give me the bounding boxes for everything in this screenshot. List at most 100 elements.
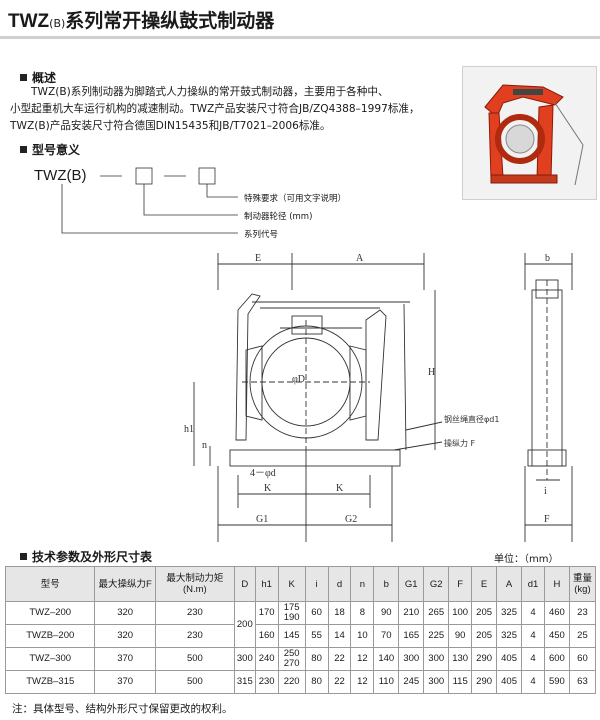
bullet-square-icon bbox=[20, 553, 27, 560]
table-cell-g2: 300 bbox=[423, 670, 450, 694]
label-operating-force: 操纵力 F bbox=[444, 438, 476, 448]
table-cell-d: 315 bbox=[233, 670, 256, 694]
column-header: n bbox=[350, 566, 375, 602]
table-cell-n: 12 bbox=[350, 670, 375, 694]
table-cell-d: 300 bbox=[233, 647, 256, 671]
dim-label-G1: G1 bbox=[256, 514, 268, 525]
table-cell-e: 290 bbox=[471, 647, 498, 671]
units-label: 单位：（mm） bbox=[494, 554, 559, 565]
column-header: H bbox=[543, 566, 570, 602]
table-cell-n: 10 bbox=[350, 624, 375, 648]
dim-label-E: E bbox=[255, 253, 261, 264]
title-paren: (B) bbox=[49, 17, 66, 30]
dim-label-K-left: K bbox=[264, 483, 272, 494]
legend-series-code: 系列代号 bbox=[244, 230, 279, 240]
table-cell-d1: 4 bbox=[521, 647, 545, 671]
dim-label-G2: G2 bbox=[345, 514, 357, 525]
column-header: G1 bbox=[398, 566, 425, 602]
table-cell-weight: 63 bbox=[568, 670, 597, 694]
table-cell-i: 60 bbox=[304, 601, 329, 625]
table-cell-a: 325 bbox=[496, 624, 523, 648]
model-code: TWZ(B) bbox=[34, 167, 87, 184]
table-cell-n: 8 bbox=[350, 601, 375, 625]
table-cell-model: TWZ–300 bbox=[4, 647, 96, 671]
table-cell-h: 450 bbox=[543, 624, 570, 648]
bullet-square-icon bbox=[20, 74, 27, 81]
column-header: d1 bbox=[521, 566, 545, 602]
dim-label-F: F bbox=[544, 514, 550, 525]
table-cell-d: 18 bbox=[327, 601, 352, 625]
table-cell-model: TWZB–200 bbox=[4, 624, 96, 648]
table-cell-a: 325 bbox=[496, 601, 523, 625]
column-header: E bbox=[471, 566, 498, 602]
dim-label-h1: h1 bbox=[184, 424, 194, 435]
bullet-square-icon bbox=[20, 146, 27, 153]
column-header: 重量 (kg) bbox=[568, 566, 597, 602]
table-cell-a: 405 bbox=[496, 647, 523, 671]
table-cell-h1: 240 bbox=[254, 647, 279, 671]
title-main: 系列常开操纵鼓式制动器 bbox=[65, 10, 275, 32]
overview-line-2: 小型起重机大车运行机构的减速制动。TWZ产品安装尺寸符合JB/ZQ4388–19… bbox=[10, 103, 420, 115]
table-cell-d: 200 bbox=[233, 601, 256, 648]
overview-line-3: TWZ(B)产品安装尺寸符合德国DIN15435和JB/T7021–2006标准… bbox=[10, 120, 331, 132]
table-cell-n: 12 bbox=[350, 647, 375, 671]
column-header: G2 bbox=[423, 566, 450, 602]
dim-label-K-right: K bbox=[336, 483, 344, 494]
model-legend-lines bbox=[61, 167, 238, 234]
page-title: TWZ(B)系列常开操纵鼓式制动器 bbox=[8, 6, 274, 33]
table-cell-i: 80 bbox=[304, 670, 329, 694]
table-cell-d1: 4 bbox=[521, 670, 545, 694]
footnote: 注：具体型号、结构外形尺寸保留更改的权利。 bbox=[12, 703, 233, 715]
table-cell-h: 590 bbox=[543, 670, 570, 694]
dim-label-4phid: 4－φd bbox=[250, 468, 276, 479]
table-cell-model: TWZB–315 bbox=[4, 670, 96, 694]
column-header: 最大制动力矩 (N.m) bbox=[154, 566, 235, 602]
table-cell-k: 220 bbox=[277, 670, 306, 694]
table-cell-force: 320 bbox=[94, 601, 156, 625]
column-header: b bbox=[373, 566, 400, 602]
table-cell-d: 22 bbox=[327, 670, 352, 694]
overview-heading: 概述 bbox=[20, 69, 56, 86]
table-cell-h1: 170 bbox=[254, 601, 279, 625]
legend-wheel-diameter: 制动器轮径 (mm) bbox=[244, 212, 313, 222]
dim-label-i: i bbox=[544, 486, 547, 497]
table-cell-weight: 60 bbox=[568, 647, 597, 671]
technical-drawing: E A b H φD h1 n 4－φd K K G1 G2 i F 钢丝绳直径… bbox=[184, 253, 573, 542]
table-cell-g2: 225 bbox=[423, 624, 450, 648]
column-header: 型号 bbox=[4, 566, 96, 602]
table-cell-d1: 4 bbox=[521, 601, 545, 625]
table-cell-force: 370 bbox=[94, 647, 156, 671]
table-cell-h: 600 bbox=[543, 647, 570, 671]
table-cell-b: 70 bbox=[373, 624, 400, 648]
brake-photo-illustration bbox=[463, 67, 596, 199]
legend-special: 特殊要求（可用文字说明） bbox=[244, 194, 347, 204]
label-wire-rope: 钢丝绳直径φd1 bbox=[444, 414, 499, 424]
table-cell-h: 460 bbox=[543, 601, 570, 625]
dim-label-n: n bbox=[202, 440, 207, 451]
table-cell-d1: 4 bbox=[521, 624, 545, 648]
table-cell-h1: 230 bbox=[254, 670, 279, 694]
table-cell-weight: 25 bbox=[568, 624, 597, 648]
dim-label-A: A bbox=[356, 253, 364, 264]
title-divider bbox=[0, 36, 600, 39]
overview-line-1: TWZ(B)系列制动器为脚踏式人力操纵的常开鼓式制动器，主要用于各种中、 bbox=[31, 86, 389, 98]
table-cell-d: 14 bbox=[327, 624, 352, 648]
column-header: i bbox=[304, 566, 329, 602]
table-cell-f: 130 bbox=[448, 647, 473, 671]
table-cell-g1: 210 bbox=[398, 601, 425, 625]
dim-label-phiD: φD bbox=[292, 374, 305, 385]
table-cell-f: 115 bbox=[448, 670, 473, 694]
column-header: h1 bbox=[254, 566, 279, 602]
table-cell-b: 110 bbox=[373, 670, 400, 694]
table-cell-k: 250 270 bbox=[277, 647, 306, 671]
table-cell-f: 100 bbox=[448, 601, 473, 625]
model-heading: 型号意义 bbox=[20, 141, 80, 158]
column-header: d bbox=[327, 566, 352, 602]
table-cell-torque: 500 bbox=[154, 647, 235, 671]
